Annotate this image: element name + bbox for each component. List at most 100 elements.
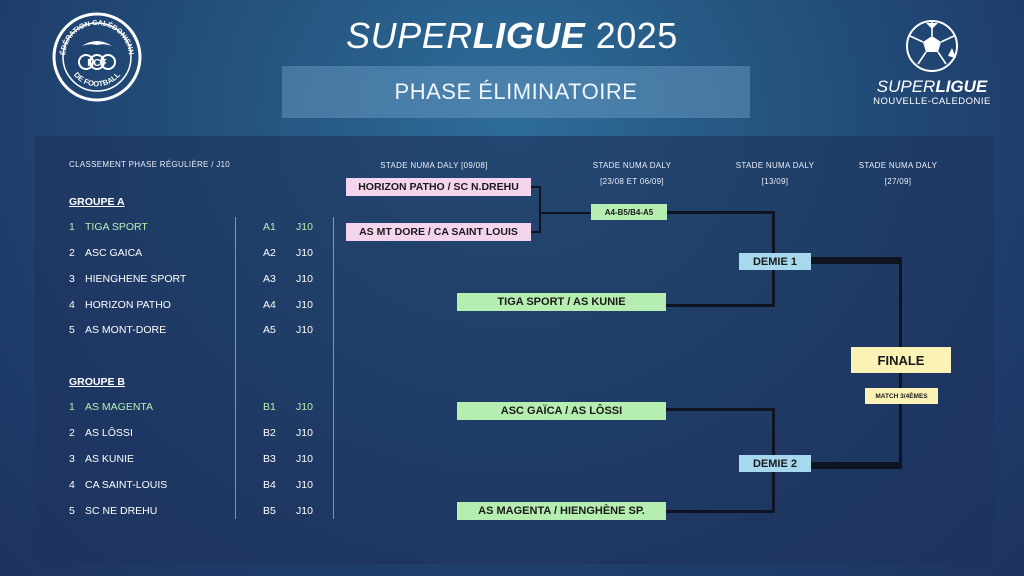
group-a-row: 3 HIENGHENE SPORT A3 J10 <box>69 273 329 289</box>
phase-label: PHASE ÉLIMINATOIRE <box>394 79 638 104</box>
group-a-row: 1 TIGA SPORT A1 J10 <box>69 221 329 237</box>
rank: 1 <box>69 401 75 413</box>
rank: 3 <box>69 453 75 465</box>
group-b-title: GROUPE B <box>69 376 126 388</box>
round: J10 <box>296 324 313 336</box>
bracket-connector <box>539 212 591 214</box>
venue-final-line2: [27/09] <box>884 177 912 186</box>
match-label: AS MT DORE / CA SAINT LOUIS <box>359 226 518 238</box>
bracket-connector <box>531 186 541 188</box>
rank: 4 <box>69 479 75 491</box>
team-code: B5 <box>263 505 276 517</box>
title-super: SUPER <box>346 15 473 56</box>
divider-line <box>235 217 236 519</box>
title-ligue: LIGUE <box>472 15 586 56</box>
team-code: B2 <box>263 427 276 439</box>
team-name: AS LÔSSI <box>85 427 133 439</box>
team-name: AS MONT-DORE <box>85 324 167 336</box>
group-b-row: 3 AS KUNIE B3 J10 <box>69 453 329 469</box>
divider-line <box>333 217 334 519</box>
team-code: B3 <box>263 453 276 465</box>
round: J10 <box>296 299 313 311</box>
match-box-qf3: AS MAGENTA / HIENGHÈNE SP. <box>457 502 666 520</box>
superligue-subtitle: NOUVELLE-CALEDONIE <box>873 96 991 107</box>
federation-text-top: FÉDÉRATION CALÉDONIENNE <box>50 5 136 56</box>
svg-text:FÉDÉRATION CALÉDONIENNE: FÉDÉRATION CALÉDONIENNE <box>52 12 136 56</box>
superligue-name: SUPERLIGUE <box>868 78 996 96</box>
venue-round2-line2: [23/08 ET 06/09] <box>600 177 664 186</box>
round: J10 <box>296 247 313 259</box>
federation-logo: FÉDÉRATION CALÉDONIENNE DE FOOTBALL FCF <box>50 5 142 102</box>
group-a-row: 4 HORIZON PATHO A4 J10 <box>69 299 329 315</box>
match-label: AS MAGENTA / HIENGHÈNE SP. <box>478 505 645 517</box>
football-icon <box>906 20 958 72</box>
match-label: DEMIE 1 <box>752 255 797 268</box>
bracket-connector <box>667 211 775 214</box>
group-a-row: 2 ASC GAICA A2 J10 <box>69 247 329 263</box>
rank: 5 <box>69 505 75 517</box>
main-panel <box>35 136 994 564</box>
venue-round1: STADE NUMA DALY [09/08] <box>380 161 488 170</box>
team-name: ASC GAICA <box>85 247 143 259</box>
rank: 1 <box>69 221 75 233</box>
group-a-title: GROUPE A <box>69 196 125 208</box>
match-label: MATCH 3/4ÈMES <box>875 392 928 400</box>
bracket-connector <box>666 408 775 411</box>
standings-heading: CLASSEMENT PHASE RÉGULIÈRE / J10 <box>69 160 231 169</box>
team-code: B4 <box>263 479 276 491</box>
federation-letters: FCF <box>87 58 106 69</box>
team-name: TIGA SPORT <box>85 221 148 233</box>
final-box: FINALE <box>851 347 951 373</box>
match-box-qf2: ASC GAÏCA / AS LÔSSI <box>457 402 666 420</box>
match-box-r1-1: HORIZON PATHO / SC N.DREHU <box>346 178 531 196</box>
team-name: SC NE DREHU <box>85 505 158 517</box>
federation-seal-icon: FÉDÉRATION CALÉDONIENNE DE FOOTBALL FCF <box>50 5 142 102</box>
team-name: AS KUNIE <box>85 453 135 465</box>
bracket-connector <box>539 186 541 233</box>
team-name: AS MAGENTA <box>85 401 154 413</box>
match-box-r2: A4-B5/B4-A5 <box>591 204 667 220</box>
match-label: FINALE <box>877 352 925 368</box>
venue-final-line1: STADE NUMA DALY <box>858 161 938 170</box>
superligue-name-super: SUPER <box>876 77 936 96</box>
semi-final-2-box: DEMIE 2 <box>739 455 811 472</box>
team-name: CA SAINT-LOUIS <box>85 479 168 491</box>
venue-round2-line1: STADE NUMA DALY <box>592 161 672 170</box>
rank: 4 <box>69 299 75 311</box>
bracket-connector <box>811 462 902 469</box>
group-b-row: 1 AS MAGENTA B1 J10 <box>69 401 329 417</box>
round: J10 <box>296 221 313 233</box>
phase-banner: PHASE ÉLIMINATOIRE <box>282 66 750 118</box>
round: J10 <box>296 505 313 517</box>
group-a-row: 5 AS MONT-DORE A5 J10 <box>69 324 329 340</box>
third-place-box: MATCH 3/4ÈMES <box>865 388 938 404</box>
superligue-name-ligue: LIGUE <box>935 77 988 96</box>
round: J10 <box>296 427 313 439</box>
match-label: DEMIE 2 <box>752 457 797 470</box>
team-code: A4 <box>263 299 276 311</box>
team-code: B1 <box>263 401 276 413</box>
bracket-connector <box>666 510 775 513</box>
group-b-row: 2 AS LÔSSI B2 J10 <box>69 427 329 443</box>
bracket-connector <box>531 231 541 233</box>
round: J10 <box>296 479 313 491</box>
venue-semis-line2: [13/09] <box>761 177 789 186</box>
match-label: HORIZON PATHO / SC N.DREHU <box>358 181 519 193</box>
round: J10 <box>296 401 313 413</box>
title-year: 2025 <box>595 15 678 56</box>
team-name: HORIZON PATHO <box>85 299 171 311</box>
round: J10 <box>296 273 313 285</box>
team-code: A3 <box>263 273 276 285</box>
team-code: A2 <box>263 247 276 259</box>
rank: 2 <box>69 427 75 439</box>
match-label: A4-B5/B4-A5 <box>604 207 654 217</box>
match-label: ASC GAÏCA / AS LÔSSI <box>500 405 623 417</box>
bracket-connector <box>811 257 902 264</box>
rank: 5 <box>69 324 75 336</box>
page-title: SUPERLIGUE 2025 <box>0 14 1024 58</box>
bracket-connector <box>666 304 775 307</box>
match-box-qf1: TIGA SPORT / AS KUNIE <box>457 293 666 311</box>
group-b-row: 4 CA SAINT-LOUIS B4 J10 <box>69 479 329 495</box>
group-b-row: 5 SC NE DREHU B5 J10 <box>69 505 329 521</box>
team-code: A5 <box>263 324 276 336</box>
